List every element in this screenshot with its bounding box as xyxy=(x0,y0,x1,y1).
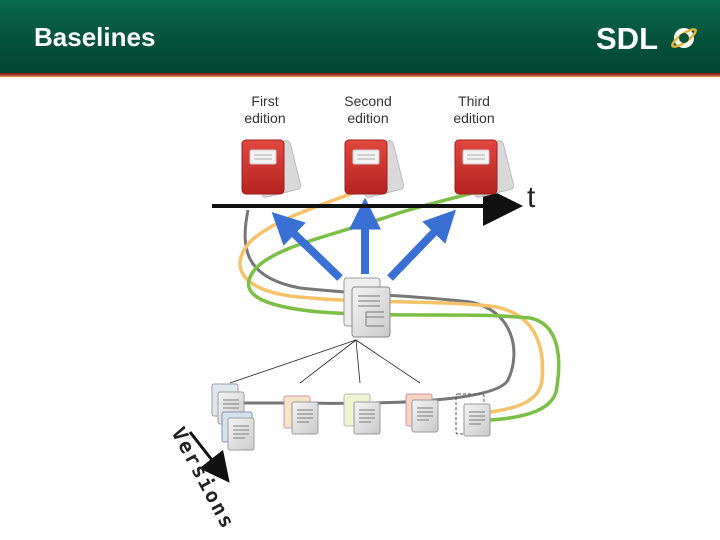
version-stack-4 xyxy=(405,393,439,433)
version-tree-lines xyxy=(229,339,421,384)
edition-label-first: First edition xyxy=(215,93,315,127)
arrow-to-first-edition xyxy=(271,211,343,281)
orange-track xyxy=(238,178,545,426)
header-accent-rule xyxy=(0,73,720,77)
edition-label-second-line1: Second xyxy=(344,93,392,109)
edition-label-second: Second edition xyxy=(318,93,418,127)
header-band xyxy=(0,0,720,73)
edition-label-first-line2: edition xyxy=(244,110,286,126)
baseline-arrows xyxy=(271,197,457,281)
edition-label-third-line1: Third xyxy=(458,93,490,109)
page-title: Baselines xyxy=(34,22,156,52)
edition-label-third-line2: edition xyxy=(453,110,495,126)
version-stack-2 xyxy=(283,395,319,435)
versions-axis-arrow xyxy=(188,431,230,483)
time-axis-label: t xyxy=(527,181,536,214)
logo-text: SDL xyxy=(596,21,658,56)
version-document-icon xyxy=(463,403,491,437)
arrow-to-third-edition xyxy=(387,209,457,281)
edition-label-third: Third edition xyxy=(424,93,524,127)
sdl-logo: SDL xyxy=(596,21,697,56)
master-document-icon xyxy=(343,277,391,338)
version-document-icon xyxy=(353,401,381,435)
edition-document-icon xyxy=(454,139,516,199)
version-stack-5 xyxy=(455,393,491,437)
version-document-icon xyxy=(227,417,255,451)
grey-track xyxy=(216,209,516,405)
edition-label-first-line1: First xyxy=(251,93,279,109)
green-track xyxy=(246,180,561,422)
edition-document-icon xyxy=(344,139,406,199)
version-stack-3 xyxy=(343,393,381,435)
edition-label-second-line2: edition xyxy=(347,110,389,126)
edition-document-icon xyxy=(241,139,303,199)
version-document-icon xyxy=(411,399,439,433)
version-stack-1 xyxy=(211,383,255,451)
version-document-icon xyxy=(291,401,319,435)
